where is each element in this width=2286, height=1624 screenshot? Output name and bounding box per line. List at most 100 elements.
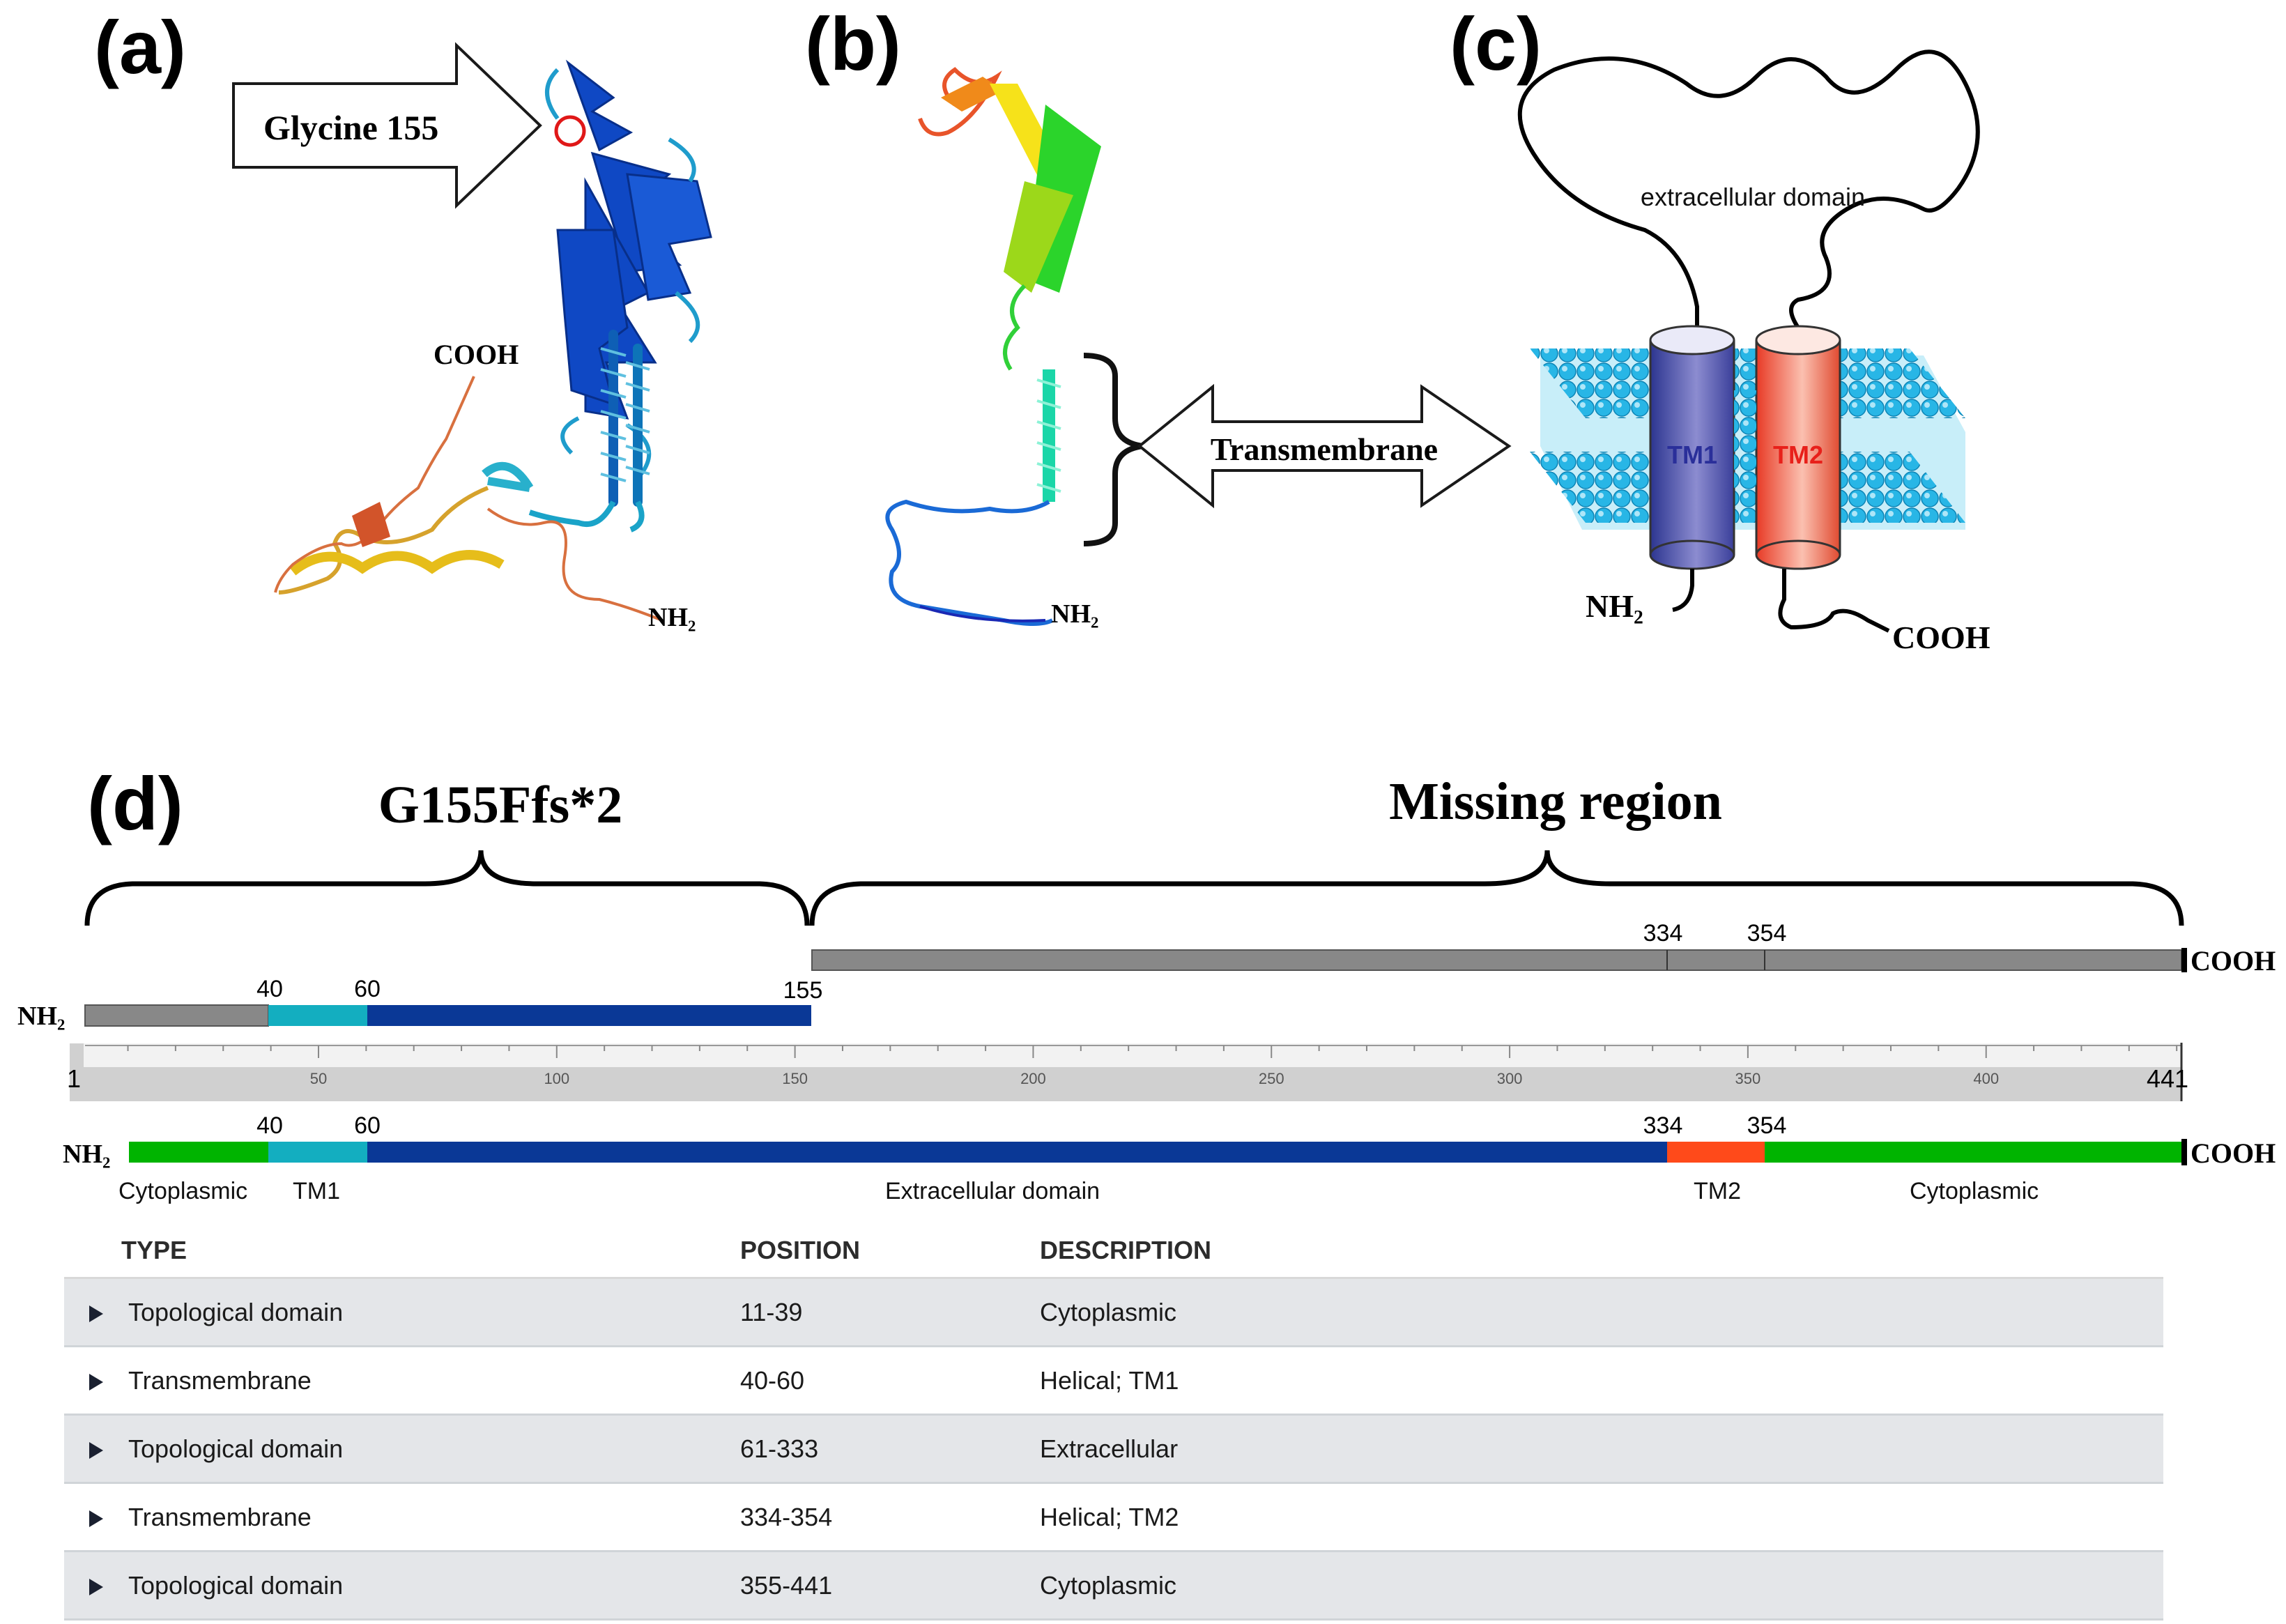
nterm-tail	[1672, 569, 1694, 612]
expand-triangle-icon[interactable]	[89, 1373, 103, 1391]
axis-end-label: 441	[2147, 1064, 2188, 1093]
truncated-helix-ridges	[1036, 378, 1061, 493]
expand-triangle-icon[interactable]	[89, 1305, 103, 1322]
helix-small	[482, 461, 534, 492]
missing-mark-354: 354	[1747, 920, 1787, 947]
axis-tick-label: 250	[1259, 1070, 1284, 1087]
table-cell-description: Cytoplasmic	[1040, 1551, 2163, 1621]
table-header-description: DESCRIPTION	[1040, 1224, 2163, 1279]
transmembrane-helices	[608, 330, 643, 507]
axis-tick-label: 200	[1020, 1070, 1046, 1087]
panel-c-nh2-label: NH₂	[1586, 588, 1643, 624]
expand-triangle-icon[interactable]	[89, 1578, 103, 1595]
axis-tick-label: 100	[544, 1070, 569, 1087]
full-bar-end-cap	[2181, 1139, 2187, 1165]
helix-linker	[528, 500, 645, 533]
table-cell-description: Extracellular	[1040, 1414, 2163, 1484]
tm2-cylinder	[1755, 325, 1841, 570]
expand-triangle-icon[interactable]	[89, 1510, 103, 1527]
full-tm2-segment	[1667, 1142, 1765, 1163]
full-bar-cooh: COOH	[2191, 1137, 2276, 1169]
table-cell-type: Transmembrane	[64, 1483, 740, 1552]
truncated-mark-155: 155	[783, 977, 823, 1004]
panel-label-c: (c)	[1450, 1, 1542, 86]
row-type: Topological domain	[128, 1434, 344, 1463]
truncated-nterm-segment	[84, 1004, 269, 1027]
beta-domain-loops	[545, 68, 700, 475]
mutant-brace	[84, 850, 810, 926]
table-cell-description: Helical; TM1	[1040, 1346, 2163, 1416]
table-row[interactable]: Topological domain 61-333 Extracellular	[64, 1414, 2163, 1484]
full-mark-354: 354	[1747, 1112, 1787, 1139]
full-mark-334: 334	[1643, 1112, 1683, 1139]
full-extracellular-segment	[367, 1142, 1667, 1163]
transmembrane-arrow-label: Transmembrane	[1211, 431, 1438, 467]
domain-label-extracellular: Extracellular domain	[885, 1178, 1100, 1204]
table-row[interactable]: Transmembrane 40-60 Helical; TM1	[64, 1346, 2163, 1416]
helix-ridges	[600, 347, 650, 482]
panel-c-topology: extracellular domain TM1 TM2 NH₂ COOH	[1517, 49, 1990, 655]
axis-start-label: 1	[67, 1064, 81, 1093]
table-header-type: TYPE	[64, 1224, 740, 1279]
axis-tick-label: 400	[1973, 1070, 1999, 1087]
domain-label-tm1: TM1	[293, 1178, 340, 1204]
panel-label-a: (a)	[94, 5, 186, 89]
axis-tick-label: 350	[1735, 1070, 1761, 1087]
full-mark-40: 40	[256, 1112, 283, 1139]
missing-region-bar	[811, 949, 2182, 971]
transmembrane-double-arrow	[1137, 383, 1512, 509]
feature-table: TYPE POSITION DESCRIPTION Topological do…	[64, 1224, 2163, 1621]
cterm-yellow-helix	[289, 550, 505, 576]
expand-triangle-icon[interactable]	[89, 1441, 103, 1459]
table-cell-description: Cytoplasmic	[1040, 1278, 2163, 1347]
truncated-bar-nh2: NH₂	[17, 1002, 65, 1031]
truncated-tm1-segment	[268, 1005, 367, 1026]
table-row[interactable]: Topological domain 11-39 Cytoplasmic	[64, 1278, 2163, 1347]
panel-a-structure: Glycine 155 COOH NH₂	[232, 42, 712, 632]
panel-a-nh2-label: NH₂	[648, 603, 696, 632]
panel-c-cooh-label: COOH	[1892, 620, 1990, 655]
table-cell-type: Topological domain	[64, 1414, 740, 1484]
truncated-orange-sheet	[941, 77, 1004, 112]
axis-top-strip	[84, 1043, 2181, 1067]
panel-label-b: (b)	[805, 1, 901, 86]
domain-label-tm2: TM2	[1694, 1178, 1741, 1204]
row-type: Topological domain	[128, 1297, 344, 1326]
truncated-linker	[1003, 284, 1027, 371]
full-mark-60: 60	[354, 1112, 381, 1139]
truncated-olive-sheet	[1004, 181, 1073, 293]
full-cyto-cterm-segment	[1765, 1142, 2181, 1163]
table-row[interactable]: Transmembrane 334-354 Helical; TM2	[64, 1483, 2163, 1552]
truncated-mark-40: 40	[256, 976, 283, 1002]
table-header-position: POSITION	[740, 1224, 1040, 1279]
panel-b-nh2-label: NH₂	[1051, 599, 1098, 629]
truncated-mark-60: 60	[354, 976, 381, 1002]
tm1-cylinder	[1649, 325, 1735, 570]
axis-tick-label: 150	[782, 1070, 808, 1087]
axis-tick-label: 50	[310, 1070, 327, 1087]
axis-tick-label: 300	[1497, 1070, 1523, 1087]
cterm-disordered-tail	[278, 486, 489, 595]
missing-region-label: Missing region	[1389, 772, 1722, 831]
table-cell-type: Topological domain	[64, 1278, 740, 1347]
table-row[interactable]: Topological domain 355-441 Cytoplasmic	[64, 1551, 2163, 1621]
glycine-155-marker	[554, 115, 586, 147]
table-cell-position: 61-333	[740, 1414, 1040, 1484]
row-type: Transmembrane	[128, 1365, 312, 1395]
domain-label-cytoplasmic-c: Cytoplasmic	[1910, 1178, 2039, 1204]
table-cell-position: 11-39	[740, 1278, 1040, 1347]
truncated-red-loop	[918, 67, 1002, 137]
glycine-callout-label: Glycine 155	[263, 108, 438, 147]
glycine-callout-arrow	[232, 42, 542, 209]
tm2-label: TM2	[1773, 441, 1823, 469]
cterm-tail	[1778, 569, 1890, 633]
panel-d-domain-map: G155Ffs*2 Missing region 334 354 COOH NH…	[17, 772, 2276, 1204]
nh2-tail	[486, 507, 663, 622]
row-type: Topological domain	[128, 1570, 344, 1600]
lipid-upper-leaflet	[1530, 348, 1965, 418]
mutant-label: G155Ffs*2	[378, 776, 622, 834]
missing-region-brace	[809, 850, 2184, 926]
full-bar-nh2: NH₂	[63, 1140, 110, 1169]
table-header-row: TYPE POSITION DESCRIPTION	[64, 1224, 2163, 1279]
table-cell-type: Topological domain	[64, 1551, 740, 1621]
